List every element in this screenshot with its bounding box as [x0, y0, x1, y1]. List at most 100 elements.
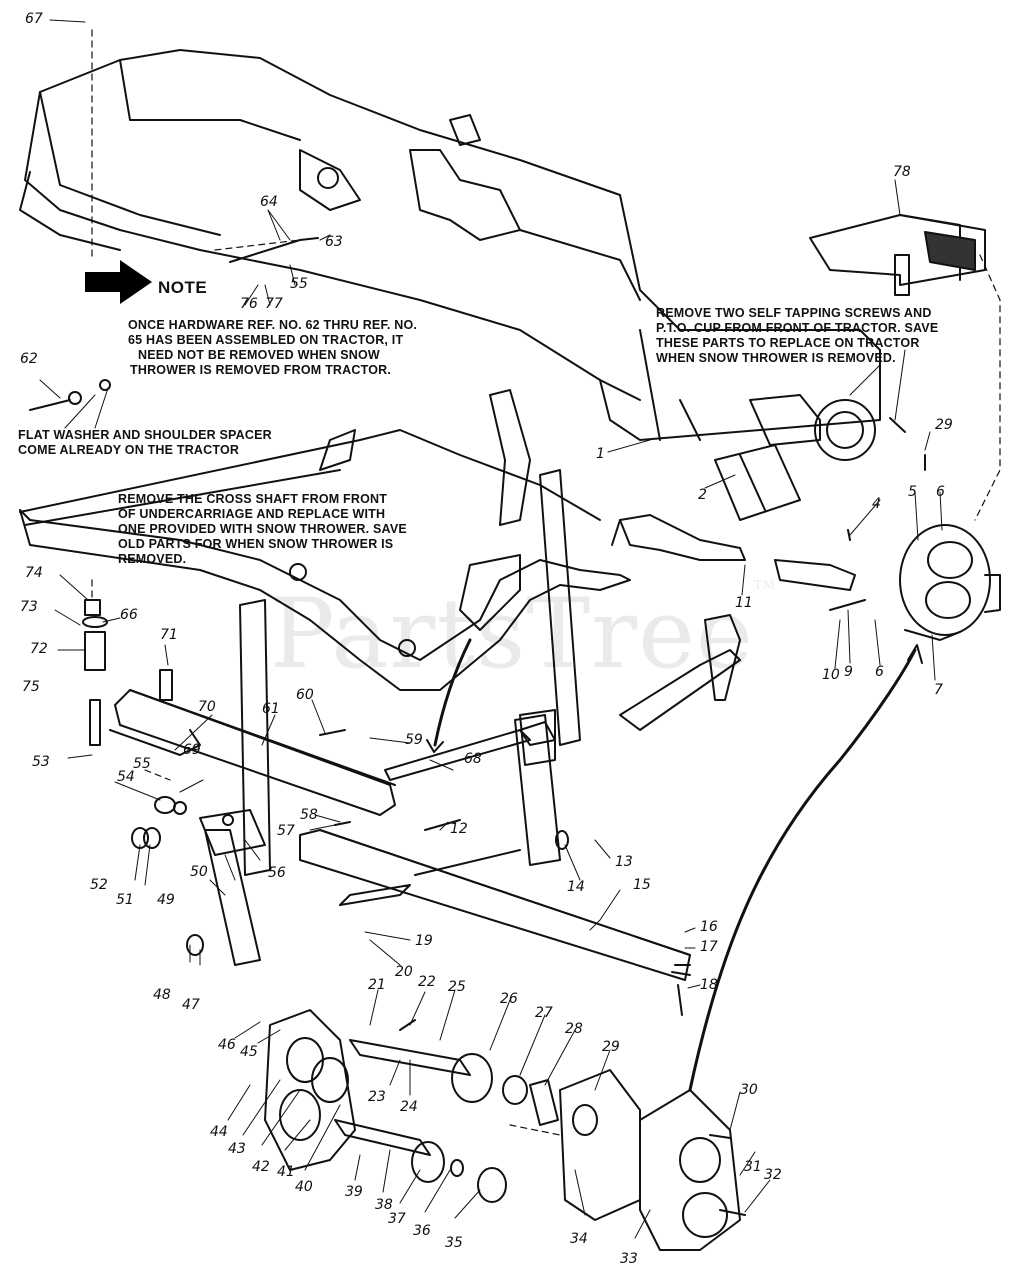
trademark-mark: TM	[753, 578, 777, 592]
callout-label: 67	[25, 11, 43, 27]
callout-label: 54	[117, 769, 135, 785]
callout-label: 33	[620, 1251, 638, 1267]
note-line: REMOVED.	[118, 552, 187, 566]
callout-label: 42	[252, 1159, 270, 1175]
note-line: WHEN SNOW THROWER IS REMOVED.	[656, 351, 896, 365]
drive-tube	[714, 444, 801, 521]
callout-label: 77	[265, 296, 283, 312]
callout-label: 43	[228, 1141, 246, 1157]
callout-label: 22	[418, 974, 436, 990]
callout-label: 70	[198, 699, 216, 715]
support-beam	[109, 689, 396, 816]
callout-label: 26	[500, 991, 518, 1007]
chain-curve	[688, 648, 917, 1092]
note-line: NEED NOT BE REMOVED WHEN SNOW	[138, 348, 380, 362]
callout-label: 13	[615, 854, 633, 870]
callout-label: 1	[596, 446, 605, 462]
callout-label: 45	[240, 1044, 258, 1060]
hardware-parts	[29, 237, 926, 1216]
left-upright	[199, 599, 271, 966]
note-line: THROWER IS REMOVED FROM TRACTOR.	[130, 363, 392, 377]
callout-label: 34	[570, 1231, 588, 1247]
callout-label: 9	[844, 664, 853, 680]
callout-label: 48	[153, 987, 171, 1003]
callout-label: 53	[32, 754, 50, 770]
pto-note: REMOVE TWO SELF TAPPING SCREWS AND P.T.O…	[656, 306, 938, 366]
tractor-frame	[19, 49, 881, 441]
callout-label: 72	[30, 641, 48, 657]
washer-note: FLAT WASHER AND SHOULDER SPACER COME ALR…	[18, 428, 272, 458]
cross-rod-arrow	[433, 638, 472, 747]
callout-label: 56	[268, 865, 286, 881]
callout-label: 47	[182, 997, 200, 1013]
callout-label: 4	[872, 496, 881, 512]
note-line: FLAT WASHER AND SHOULDER SPACER	[18, 428, 272, 442]
callout-label: 75	[22, 679, 40, 695]
note-line: COME ALREADY ON THE TRACTOR	[18, 443, 240, 457]
callout-label: 12	[450, 821, 468, 837]
callout-label: 21	[368, 977, 386, 993]
callout-label: 35	[445, 1235, 463, 1251]
callout-label: 68	[464, 751, 482, 767]
note-line: ONCE HARDWARE REF. NO. 62 THRU REF. NO.	[128, 318, 418, 332]
callout-label: 25	[448, 979, 466, 995]
callout-label: 14	[567, 879, 585, 895]
chain-case-upper	[899, 524, 1001, 641]
callout-label: 6	[875, 664, 884, 680]
note-title: NOTE	[158, 278, 208, 297]
callout-label: 38	[375, 1197, 393, 1213]
callout-label: 36	[413, 1223, 431, 1239]
callout-label: 46	[218, 1037, 236, 1053]
callout-label: 44	[210, 1124, 228, 1140]
callout-label: 29	[935, 417, 953, 433]
callout-label: 39	[345, 1184, 363, 1200]
alignment-lines	[91, 29, 1001, 1136]
callout-label: 23	[368, 1089, 386, 1105]
note-line: OLD PARTS FOR WHEN SNOW THROWER IS	[118, 537, 394, 551]
arrow-right-icon	[85, 260, 152, 304]
cross-shaft-note: REMOVE THE CROSS SHAFT FROM FRONT OF UND…	[118, 492, 407, 567]
callout-label: 29	[602, 1039, 620, 1055]
callout-label: 63	[325, 234, 343, 250]
callout-label: 59	[405, 732, 423, 748]
right-upright	[514, 469, 581, 866]
callout-label: 32	[764, 1167, 782, 1183]
callout-label: 61	[262, 701, 280, 717]
callout-label: 19	[415, 933, 433, 949]
callout-label: 6	[936, 484, 945, 500]
note-line: REMOVE TWO SELF TAPPING SCREWS AND	[656, 306, 932, 320]
gear-cover	[559, 1069, 741, 1251]
cross-rod-arrow-head	[426, 739, 444, 753]
cross-shaft-assembly	[19, 389, 631, 691]
callout-label: 30	[740, 1082, 758, 1098]
callout-label: 69	[183, 742, 201, 758]
callout-label: 49	[157, 892, 175, 908]
gear-case-plates	[264, 1009, 559, 1203]
callout-label: 2	[698, 487, 707, 503]
callout-label: 55	[133, 756, 151, 772]
chain-arrow-head	[907, 644, 923, 664]
note-line: P.T.O. CUP FROM FRONT OF TRACTOR. SAVE	[656, 321, 939, 335]
callout-label: 50	[190, 864, 208, 880]
callout-label: 18	[700, 977, 718, 993]
callout-label: 37	[388, 1211, 406, 1227]
shield-bracket	[809, 214, 986, 296]
callout-label: 20	[395, 964, 413, 980]
callout-label: 71	[160, 627, 178, 643]
callout-label: 41	[277, 1164, 295, 1180]
lift-arm	[619, 614, 741, 731]
callout-label: 15	[633, 877, 651, 893]
callout-label: 31	[744, 1159, 762, 1175]
callout-label: 78	[893, 164, 911, 180]
lower-cross-bar	[299, 829, 691, 981]
note-line: REMOVE THE CROSS SHAFT FROM FRONT	[118, 492, 388, 506]
callout-label: 57	[277, 823, 295, 839]
callout-label: 60	[296, 687, 314, 703]
callout-label: 58	[300, 807, 318, 823]
callout-label: 28	[565, 1021, 583, 1037]
cross-rod	[384, 721, 556, 781]
callout-label: 16	[700, 919, 718, 935]
callout-label: 11	[735, 595, 753, 611]
callout-label: 10	[822, 667, 840, 683]
hardware-note: ONCE HARDWARE REF. NO. 62 THRU REF. NO. …	[128, 318, 417, 378]
